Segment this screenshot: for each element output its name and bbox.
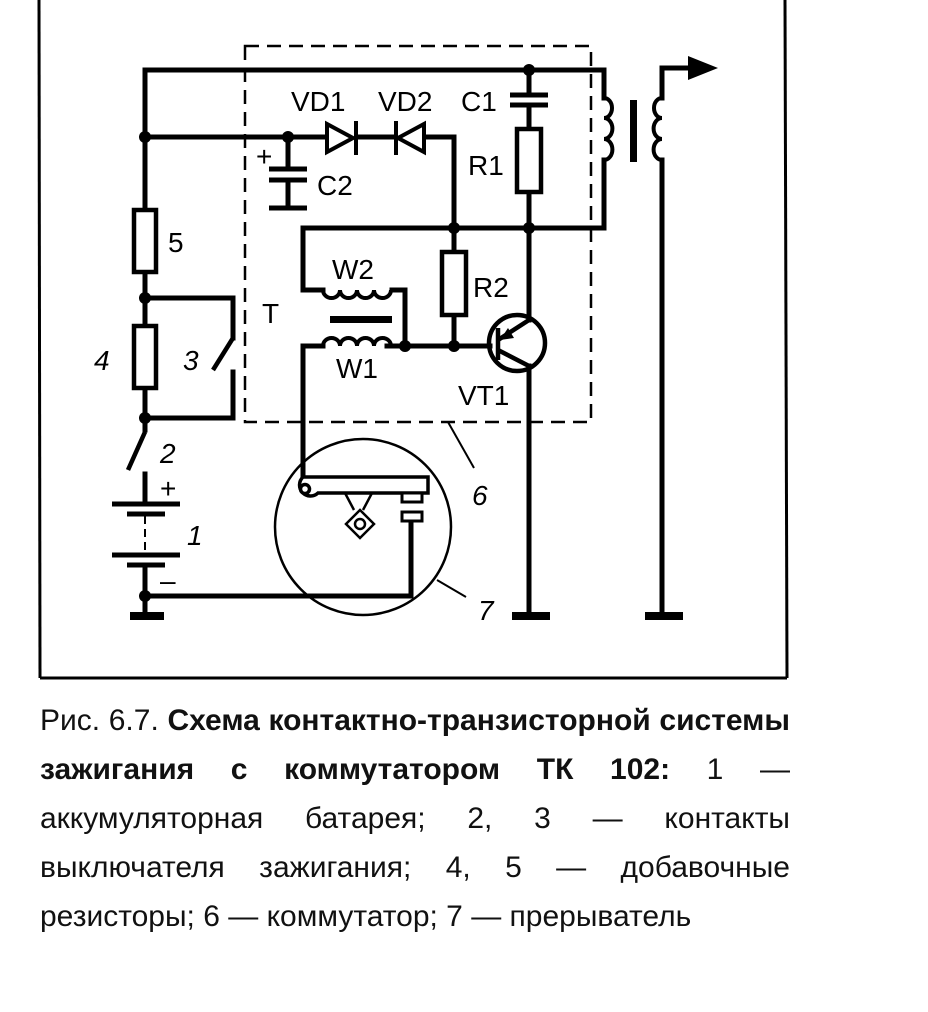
label-6: 6 <box>472 480 488 511</box>
resistor-r2-icon <box>439 249 469 318</box>
transformer-core-icon <box>330 316 392 323</box>
junction-dots <box>139 64 535 602</box>
label-vd2: VD2 <box>378 86 432 117</box>
label-w2: W2 <box>332 254 374 285</box>
label-r2: R2 <box>473 272 509 303</box>
capacitor-c2-icon <box>269 166 307 211</box>
capacitor-c1-icon <box>510 92 548 108</box>
resistor-5-icon <box>131 207 159 275</box>
wire-top-rail <box>142 67 607 101</box>
label-c2-plus: + <box>256 141 272 172</box>
transistor-vt1-icon <box>486 312 548 374</box>
label-c2: C2 <box>317 170 353 201</box>
battery-icon <box>112 501 180 568</box>
leader-6 <box>447 421 475 469</box>
commutator-boundary <box>243 44 593 424</box>
label-vt1: VT1 <box>458 380 509 411</box>
label-3: 3 <box>183 345 199 376</box>
label-vd1: VD1 <box>291 86 345 117</box>
hv-output-arrow-icon <box>688 56 718 80</box>
ignition-coil-secondary-icon <box>651 96 663 162</box>
label-1: 1 <box>187 520 203 551</box>
wire-w1-left <box>300 343 326 493</box>
label-5: 5 <box>168 227 184 258</box>
ignition-circuit-diagram: VD1 VD2 C1 + C2 R1 R2 W2 W1 T VT1 5 4 3 … <box>37 0 789 680</box>
figure-frame <box>37 0 789 680</box>
label-battery-minus: – <box>160 565 176 596</box>
leader-7 <box>436 579 467 598</box>
label-t: T <box>262 298 279 329</box>
transistor-emitter-arrow-icon <box>500 328 514 340</box>
diode-vd1-icon <box>325 120 358 156</box>
label-battery-plus: + <box>160 473 176 504</box>
caption-title: Схема контактно-транзисторной системы за… <box>40 704 790 786</box>
switch-3-icon <box>211 336 235 372</box>
label-2: 2 <box>159 438 176 469</box>
caption-prefix: Рис. 6.7. <box>40 704 168 737</box>
ignition-coil-primary-icon <box>603 96 615 162</box>
label-r1: R1 <box>468 150 504 181</box>
breaker-housing-icon <box>273 437 453 617</box>
label-7: 7 <box>478 595 495 626</box>
wire-mid-rail <box>300 157 607 231</box>
label-4: 4 <box>94 345 110 376</box>
switch-2-icon <box>125 431 148 471</box>
transformer-w2-coil-icon <box>321 289 393 300</box>
ignition-coil-core-icon <box>630 100 637 162</box>
ground-emitter-icon <box>512 612 550 620</box>
figure-caption: Рис. 6.7. Схема контактно-транзисторной … <box>40 696 790 941</box>
breaker-contacts-icon <box>400 491 424 523</box>
ground-secondary-icon <box>645 612 683 620</box>
wire-w2-right <box>389 287 408 349</box>
wire-diode-right <box>421 134 457 231</box>
wire-w2-left <box>300 225 326 293</box>
diode-vd2-icon <box>393 120 426 156</box>
wire-switch3-bottom <box>142 369 236 421</box>
caption-body: 1 — аккумуляторная батарея; 2, 3 — конта… <box>40 753 790 933</box>
resistor-r1-icon <box>514 126 544 195</box>
breaker-lever-icon <box>297 475 430 498</box>
wire-hv-out <box>659 65 693 101</box>
wire-ground-return <box>142 519 414 599</box>
resistor-4-icon <box>131 323 159 391</box>
wire-node-switch3-top <box>142 295 236 341</box>
ground-battery-icon <box>130 612 164 620</box>
label-c1: C1 <box>461 86 497 117</box>
breaker-cam-icon <box>343 492 376 540</box>
transformer-w1-coil-icon <box>321 336 393 347</box>
label-w1: W1 <box>336 353 378 384</box>
